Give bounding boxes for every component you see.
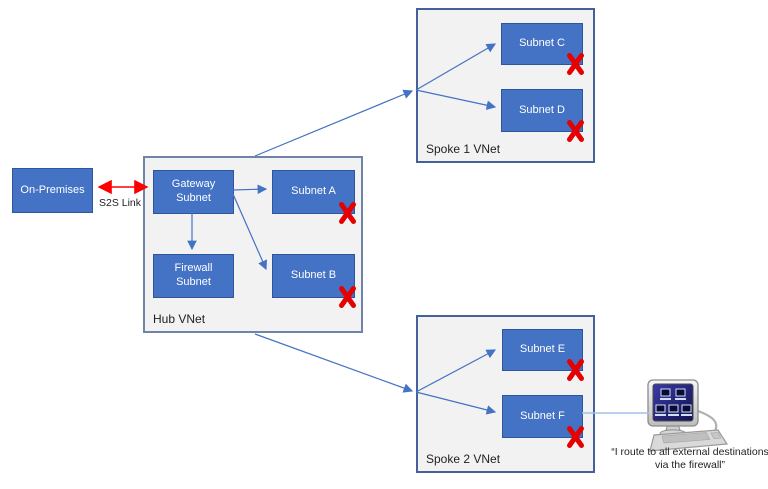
subnet-f-label: Subnet F	[520, 409, 565, 422]
subnet-a-label: Subnet A	[291, 185, 336, 198]
subnet-a-node: Subnet A	[272, 170, 356, 224]
cross-mark-icon	[567, 359, 584, 381]
subnet-b-node: Subnet B	[272, 254, 356, 308]
subnet-f-node: Subnet F	[502, 395, 584, 448]
hub-to-spoke2-arrow	[254, 333, 414, 393]
hub-vnet-container: Gateway Subnet Firewall Subnet Subnet A …	[143, 156, 363, 333]
subnet-e-label: Subnet E	[519, 343, 566, 356]
subnet-d-label: Subnet D	[519, 103, 565, 116]
cross-mark-icon	[567, 426, 584, 448]
on-premises-node: On-Premises	[12, 168, 93, 213]
hub-to-spoke1-arrow	[254, 89, 414, 157]
on-premises-label: On-Premises	[20, 183, 85, 196]
client-note-line1: “I route to all external destinations	[611, 446, 768, 458]
cross-mark-icon	[567, 120, 584, 142]
firewall-subnet-label: Firewall Subnet	[174, 262, 213, 288]
spoke1-vnet-label: Spoke 1 VNet	[426, 142, 501, 156]
firewall-subnet-node: Firewall Subnet	[153, 254, 234, 298]
subnet-c-label: Subnet C	[519, 37, 565, 50]
cross-mark-icon	[339, 286, 356, 308]
spoke2-vnet-label: Spoke 2 VNet	[426, 452, 501, 466]
cross-mark-icon	[339, 202, 356, 224]
cross-mark-icon	[567, 53, 584, 75]
network-computer-icon	[647, 379, 729, 452]
client-note: “I route to all external destinations vi…	[606, 446, 768, 471]
hub-vnet-label: Hub VNet	[153, 312, 206, 326]
subnet-c-node: Subnet C	[501, 23, 584, 75]
subnet-e-node: Subnet E	[502, 329, 584, 381]
subnet-d-node: Subnet D	[501, 89, 584, 142]
gateway-subnet-label: Gateway Subnet	[171, 178, 216, 204]
subnet-b-label: Subnet B	[290, 269, 337, 282]
client-note-line2: via the firewall”	[654, 458, 726, 471]
spoke2-vnet-container: Subnet E Subnet F Spoke 2 VNet	[416, 315, 595, 473]
s2s-link-label: S2S Link	[99, 197, 142, 209]
spoke1-vnet-container: Subnet C Subnet D Spoke 1 VNet	[416, 8, 595, 163]
gateway-subnet-node: Gateway Subnet	[153, 170, 234, 214]
